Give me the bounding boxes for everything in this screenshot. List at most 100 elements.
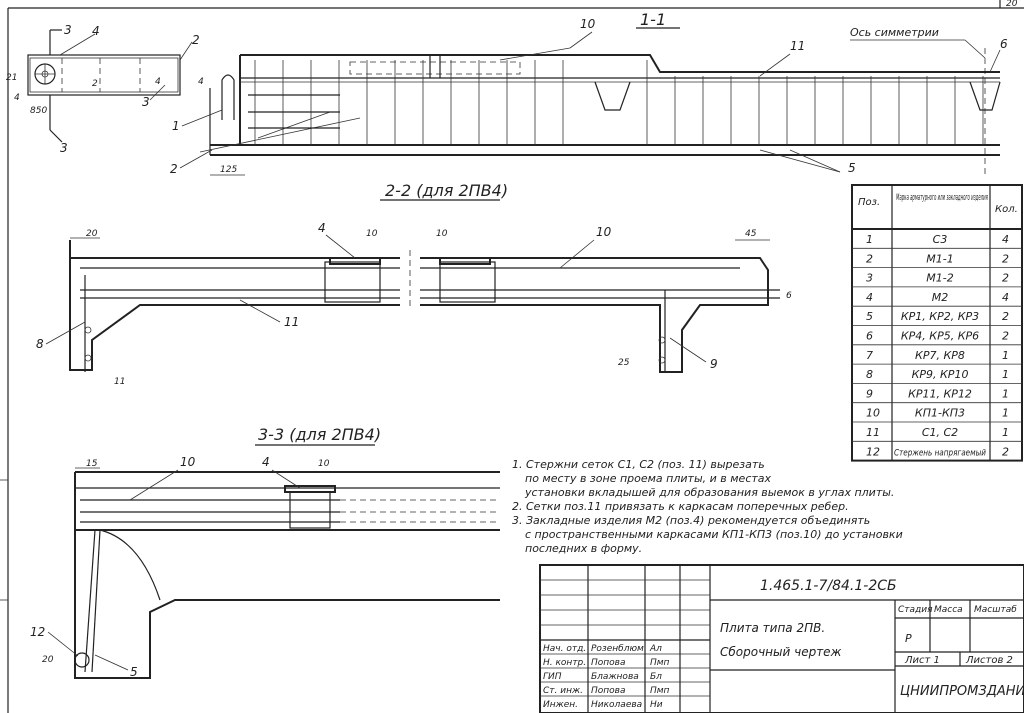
staff-name: Блажнова bbox=[591, 672, 639, 682]
spec-row-mark: М1-2 bbox=[926, 272, 953, 285]
dim-25: 25 bbox=[618, 358, 630, 368]
organization: ЦНИИПРОМЗДАНИЙ bbox=[900, 683, 1024, 699]
callout-3-small: 3 bbox=[142, 95, 150, 109]
title-block: 1.465.1-7/84.1-2СБ Плита типа 2ПВ. Сборо… bbox=[539, 564, 1024, 713]
spec-row-mark: Стержень напрягаемый bbox=[894, 448, 986, 458]
callout-9-v22: 9 bbox=[710, 357, 718, 371]
stage-value: Р bbox=[905, 632, 912, 645]
callout-10-v22: 10 bbox=[596, 225, 612, 239]
staff-name: Попова bbox=[591, 658, 625, 668]
spec-row-mark: КР7, КР8 bbox=[915, 349, 965, 362]
spec-row-mark: КР1, КР2, КР3 bbox=[901, 310, 979, 323]
callout-11-v11: 11 bbox=[790, 39, 805, 53]
staff-role: Нач. отд. bbox=[543, 644, 586, 654]
spec-row-mark: КР9, КР10 bbox=[912, 368, 969, 381]
spec-row-qty: 2 bbox=[1002, 445, 1009, 458]
spec-row-pos: 2 bbox=[866, 252, 873, 265]
spec-header-qty: Кол. bbox=[995, 204, 1018, 215]
spec-row-pos: 6 bbox=[866, 330, 873, 343]
dim-20: 20 bbox=[86, 229, 98, 239]
specification-table: Поз. Марка арматурного или закладного изд… bbox=[851, 184, 1023, 462]
note-line: последних в форму. bbox=[525, 542, 642, 555]
spec-row-qty: 2 bbox=[1002, 252, 1009, 265]
callout-2-v11: 2 bbox=[170, 162, 178, 176]
spec-row-qty: 2 bbox=[1002, 310, 1009, 323]
callout-10-v33: 10 bbox=[180, 455, 196, 469]
spec-row-pos: 5 bbox=[866, 310, 873, 323]
dim-10b: 10 bbox=[436, 229, 448, 239]
symmetry-axis-label: Ось симметрии bbox=[850, 26, 939, 39]
spec-row-qty: 4 bbox=[1002, 291, 1009, 304]
view-3-3-title: 3-3 (для 2ПВ4) bbox=[258, 425, 381, 444]
note-line: 1. Стержни сеток С1, С2 (поз. 11) выреза… bbox=[512, 458, 765, 471]
dim-45: 45 bbox=[745, 229, 757, 239]
dim-4: 4 bbox=[14, 93, 20, 103]
stage-header: Стадия bbox=[898, 605, 933, 615]
note-line: с пространственными каркасами КП1-КП3 (п… bbox=[525, 528, 903, 541]
spec-row-mark: С3 bbox=[933, 233, 948, 246]
spec-row-mark: КР4, КР5, КР6 bbox=[901, 330, 979, 343]
dim-6: 6 bbox=[786, 291, 792, 301]
callout-5-v33: 5 bbox=[130, 665, 138, 679]
spec-row-qty: 2 bbox=[1002, 330, 1009, 343]
spec-row-mark: КП1-КП3 bbox=[915, 407, 965, 420]
staff-signature: Ал bbox=[649, 644, 662, 654]
staff-role: ГИП bbox=[543, 672, 562, 682]
staff-signature: Пмп bbox=[650, 658, 670, 668]
spec-row-pos: 9 bbox=[866, 387, 873, 400]
page-number: 20 bbox=[1006, 0, 1018, 9]
callout-1-v11: 1 bbox=[172, 119, 180, 133]
staff-signature: Ни bbox=[650, 700, 663, 710]
spec-row-pos: 8 bbox=[866, 368, 873, 381]
dim-11: 11 bbox=[114, 377, 125, 387]
dim-15: 15 bbox=[86, 459, 98, 469]
staff-name: Попова bbox=[591, 686, 625, 696]
spec-row-pos: 11 bbox=[866, 426, 880, 439]
spec-row-mark: С1, С2 bbox=[922, 426, 958, 439]
small-section-view: 3 3 4 2 3 21 4 850 2 4 4 bbox=[6, 23, 204, 155]
dim-4c: 4 bbox=[198, 77, 204, 87]
title-name-1: Плита типа 2ПВ. bbox=[720, 621, 825, 635]
sheet-number: Лист 1 bbox=[904, 655, 940, 666]
spec-row-qty: 1 bbox=[1002, 349, 1009, 362]
spec-row-qty: 1 bbox=[1002, 387, 1009, 400]
rebar-verticals bbox=[254, 60, 984, 145]
callout-4-v33: 4 bbox=[262, 455, 270, 469]
doc-code: 1.465.1-7/84.1-2СБ bbox=[760, 578, 897, 594]
dim-125: 125 bbox=[220, 165, 237, 175]
spec-row-mark: М2 bbox=[932, 291, 949, 304]
section-mark-top: 3 bbox=[64, 23, 72, 37]
spec-header-pos: Поз. bbox=[858, 197, 880, 208]
staff-signature: Пмп bbox=[650, 686, 670, 696]
staff-name: Николаева bbox=[591, 700, 642, 710]
view-3-3: 3-3 (для 2ПВ4) 10 4 12 5 15 10 20 bbox=[30, 425, 500, 679]
staff-role: Инжен. bbox=[543, 700, 578, 710]
callout-12-v33: 12 bbox=[30, 625, 45, 639]
dim-10a: 10 bbox=[366, 229, 378, 239]
callout-6-v11: 6 bbox=[1000, 37, 1008, 51]
callout-5-v11: 5 bbox=[848, 161, 856, 175]
view-2-2: 2-2 (для 2ПВ4) 4 10 11 8 9 bbox=[36, 181, 792, 387]
spec-table-frame bbox=[851, 184, 1023, 462]
spec-header-mark: Марка арматурного или закладного изделия bbox=[896, 193, 988, 203]
spec-row-mark: М1-1 bbox=[926, 252, 953, 265]
spec-row-pos: 7 bbox=[866, 349, 873, 362]
spec-row-pos: 1 bbox=[866, 233, 873, 246]
callout-4-v22: 4 bbox=[318, 221, 326, 235]
note-line: 2. Сетки поз.11 привязать к каркасам поп… bbox=[512, 500, 849, 513]
spec-row-qty: 1 bbox=[1002, 407, 1009, 420]
section-mark-bottom: 3 bbox=[60, 141, 68, 155]
dim-20b: 20 bbox=[42, 655, 54, 665]
title-name-2: Сборочный чертеж bbox=[720, 645, 842, 659]
notes-block: 1. Стержни сеток С1, С2 (поз. 11) выреза… bbox=[512, 458, 903, 555]
view-1-1-title: 1-1 bbox=[640, 10, 666, 29]
spec-row-pos: 12 bbox=[866, 445, 880, 458]
dim-10c: 10 bbox=[318, 459, 330, 469]
mass-header: Масса bbox=[934, 605, 963, 615]
note-line: 3. Закладные изделия М2 (поз.4) рекоменд… bbox=[512, 514, 870, 527]
staff-role: Н. контр. bbox=[543, 658, 586, 668]
sheets-total: Листов 2 bbox=[965, 655, 1013, 666]
spec-row-mark: КР11, КР12 bbox=[908, 387, 972, 400]
